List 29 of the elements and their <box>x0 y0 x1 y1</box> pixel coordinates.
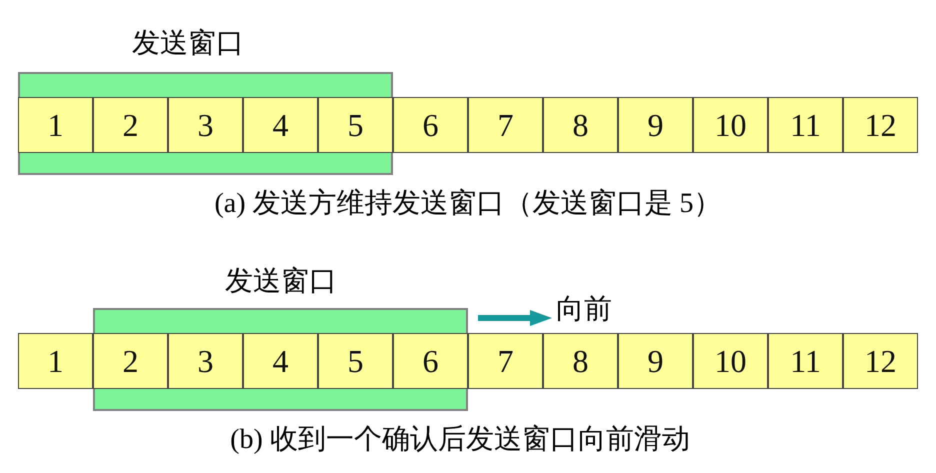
caption: (a) 发送方维持发送窗口（发送窗口是 5） <box>214 187 722 221</box>
window-heading: 发送窗口 <box>225 263 337 299</box>
frame-cell: 1 <box>18 97 93 153</box>
frame-cell: 6 <box>393 97 468 153</box>
frame-cell: 4 <box>243 333 318 389</box>
frame-cell: 9 <box>618 333 693 389</box>
frame-cell: 3 <box>168 333 243 389</box>
frame-cell: 8 <box>543 333 618 389</box>
frame-cell: 12 <box>843 333 918 389</box>
frame-cell: 7 <box>468 333 543 389</box>
frame-cell: 6 <box>393 333 468 389</box>
caption: (b) 收到一个确认后发送窗口向前滑动 <box>230 423 690 457</box>
frame-cell: 5 <box>318 97 393 153</box>
frame-cell: 10 <box>693 97 768 153</box>
direction-label: 向前 <box>556 291 612 327</box>
frame-cell: 10 <box>693 333 768 389</box>
frame-cell: 2 <box>93 97 168 153</box>
frame-cell: 1 <box>18 333 93 389</box>
frame-cell: 11 <box>768 333 843 389</box>
frame-cell: 3 <box>168 97 243 153</box>
frame-cell: 12 <box>843 97 918 153</box>
frame-cell: 7 <box>468 97 543 153</box>
window-heading: 发送窗口 <box>132 25 244 61</box>
frame-cell: 11 <box>768 97 843 153</box>
frame-cell: 4 <box>243 97 318 153</box>
frame-cell: 8 <box>543 97 618 153</box>
frame-cell: 2 <box>93 333 168 389</box>
frame-cell: 5 <box>318 333 393 389</box>
frame-cell: 9 <box>618 97 693 153</box>
